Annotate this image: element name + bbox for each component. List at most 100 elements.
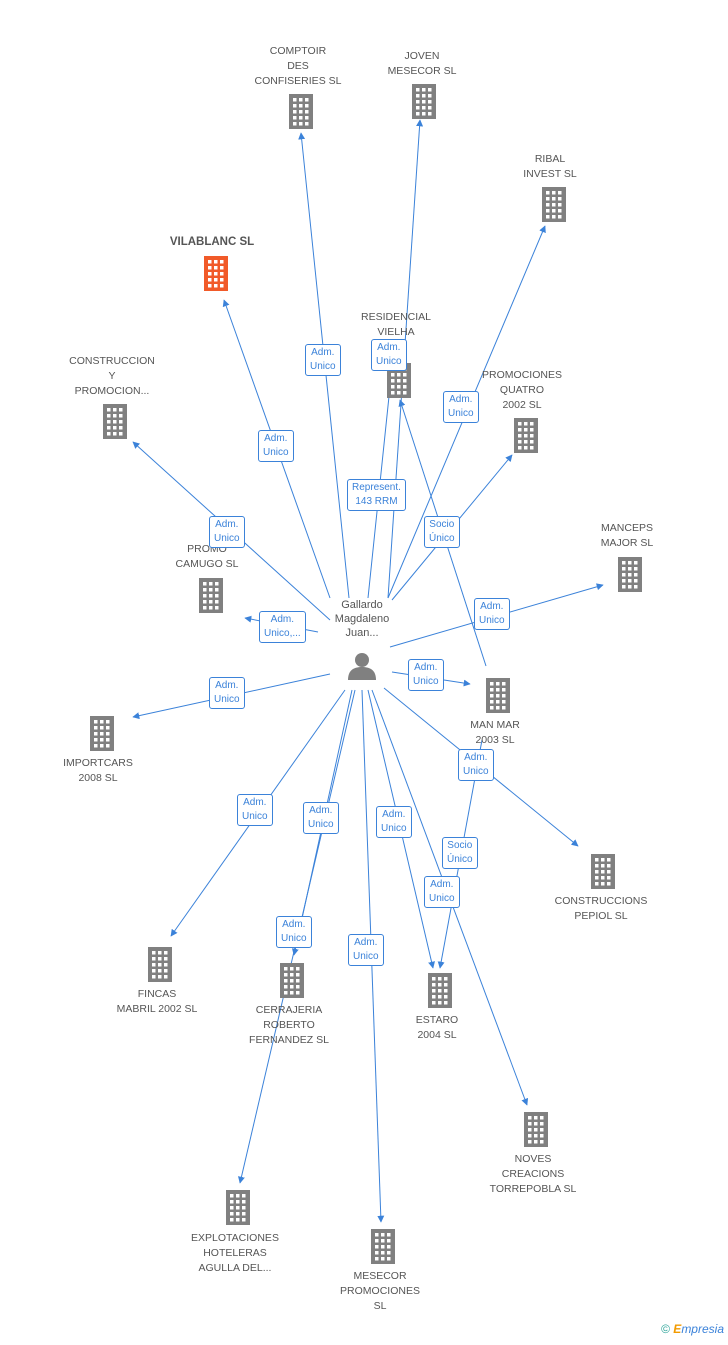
relation-text: Unico — [413, 676, 439, 687]
relation-label[interactable]: Adm.Unico — [408, 659, 444, 691]
center-person-name[interactable]: Gallardo Magdaleno Juan... — [334, 599, 390, 639]
relation-label[interactable]: Adm.Unico — [305, 344, 341, 376]
relation-text: Único — [447, 854, 473, 865]
building-icon[interactable] — [368, 1228, 398, 1264]
company-label-importcars[interactable]: IMPORTCARS 2008 SL — [33, 756, 163, 786]
building-icon[interactable] — [196, 577, 226, 613]
company-name-line: FERNANDEZ SL — [249, 1034, 329, 1046]
building-icon[interactable] — [588, 853, 618, 889]
relation-text: Adm. — [377, 342, 401, 353]
brand-name: mpresia — [681, 1322, 724, 1336]
copyright-symbol: © — [661, 1322, 670, 1336]
company-name-line: RESIDENCIAL — [360, 311, 432, 323]
relation-text: Adm. — [309, 805, 333, 816]
relation-text: Unico,... — [264, 628, 301, 639]
company-name-line: VIELHA — [377, 326, 415, 338]
relation-text: Unico — [376, 356, 402, 367]
person-icon[interactable] — [346, 650, 378, 682]
relation-label[interactable]: Adm.Unico — [209, 677, 245, 709]
company-name-line: VILABLANC SL — [169, 236, 255, 248]
relation-label[interactable]: Represent.143 RRM — [347, 479, 406, 511]
building-icon[interactable] — [100, 403, 130, 439]
relation-text: Adm. — [215, 519, 239, 530]
relation-text: Unico — [242, 811, 268, 822]
building-icon[interactable] — [511, 417, 541, 453]
relation-text: Socio — [429, 519, 455, 530]
relation-text: Adm. — [449, 394, 473, 405]
company-name-line: MABRIL 2002 SL — [116, 1003, 198, 1015]
company-name-line: MESECOR — [353, 1270, 407, 1282]
relation-text: Adm. — [382, 809, 406, 820]
company-name-line: RIBAL — [534, 153, 566, 165]
company-name-line: EXPLOTACIONES — [191, 1232, 279, 1244]
relation-label[interactable]: Adm.Unico — [474, 598, 510, 630]
relation-text: Unico — [214, 533, 240, 544]
company-name-line: IMPORTCARS — [63, 757, 133, 769]
relation-text: Adm. — [311, 347, 335, 358]
edge-line — [367, 357, 396, 599]
company-name-line: MESECOR SL — [387, 65, 457, 77]
relation-label[interactable]: Adm.Unico — [237, 794, 273, 826]
relation-label[interactable]: Adm.Unico — [258, 430, 294, 462]
company-name-line: MAN MAR — [470, 719, 520, 731]
building-icon[interactable] — [425, 972, 455, 1008]
company-name-line: 2004 SL — [417, 1029, 457, 1041]
relation-label[interactable]: Adm. Unico — [276, 916, 312, 948]
relation-label[interactable]: Adm. Unico — [303, 802, 339, 834]
building-icon[interactable] — [145, 946, 175, 982]
company-name-line: PROMOCION... — [74, 385, 150, 397]
relation-label[interactable]: Adm.Unico — [376, 806, 412, 838]
company-name-line: Y — [108, 370, 116, 382]
building-icon[interactable] — [409, 83, 439, 119]
relation-text: Unico — [281, 933, 307, 944]
relation-text: Unico — [263, 447, 289, 458]
relation-text: Adm. — [282, 919, 306, 930]
company-name-line: PEPIOL SL — [574, 910, 628, 922]
company-name-line: COMPTOIR — [269, 45, 327, 57]
building-icon[interactable] — [286, 93, 316, 129]
relation-label[interactable]: Adm. Unico — [371, 339, 407, 371]
relation-label[interactable]: Adm. Unico — [209, 516, 245, 548]
company-name-line: ESTARO — [415, 1014, 459, 1026]
company-name-line: 2008 SL — [78, 772, 118, 784]
relation-label[interactable]: Adm.Unico — [348, 934, 384, 966]
relation-label[interactable]: Adm.Unico,... — [259, 611, 306, 643]
company-label-vilablanc[interactable]: VILABLANC SL — [147, 235, 277, 250]
building-icon[interactable] — [483, 677, 513, 713]
building-icon[interactable] — [87, 715, 117, 751]
building-icon[interactable] — [615, 556, 645, 592]
building-icon[interactable] — [223, 1189, 253, 1225]
relation-text: Unico — [308, 819, 334, 830]
company-name-line: TORREPOBLA SL — [489, 1183, 577, 1195]
company-name-line: MANCEPS — [601, 522, 653, 534]
company-name-line: CONFISERIES SL — [254, 75, 342, 87]
building-icon[interactable] — [277, 962, 307, 998]
relation-label[interactable]: Adm.Unico — [458, 749, 494, 781]
relation-label[interactable]: Adm.Unico — [424, 876, 460, 908]
building-icon[interactable] — [539, 186, 569, 222]
relation-label[interactable]: Adm.Unico — [443, 391, 479, 423]
building-icon[interactable] — [201, 255, 231, 291]
relation-text: Adm. — [480, 601, 504, 612]
company-name-line: QUATRO — [499, 384, 545, 396]
building-icon[interactable] — [521, 1111, 551, 1147]
relation-text: Unico — [353, 951, 379, 962]
company-label-estaro[interactable]: ESTARO 2004 SL — [372, 1013, 502, 1043]
